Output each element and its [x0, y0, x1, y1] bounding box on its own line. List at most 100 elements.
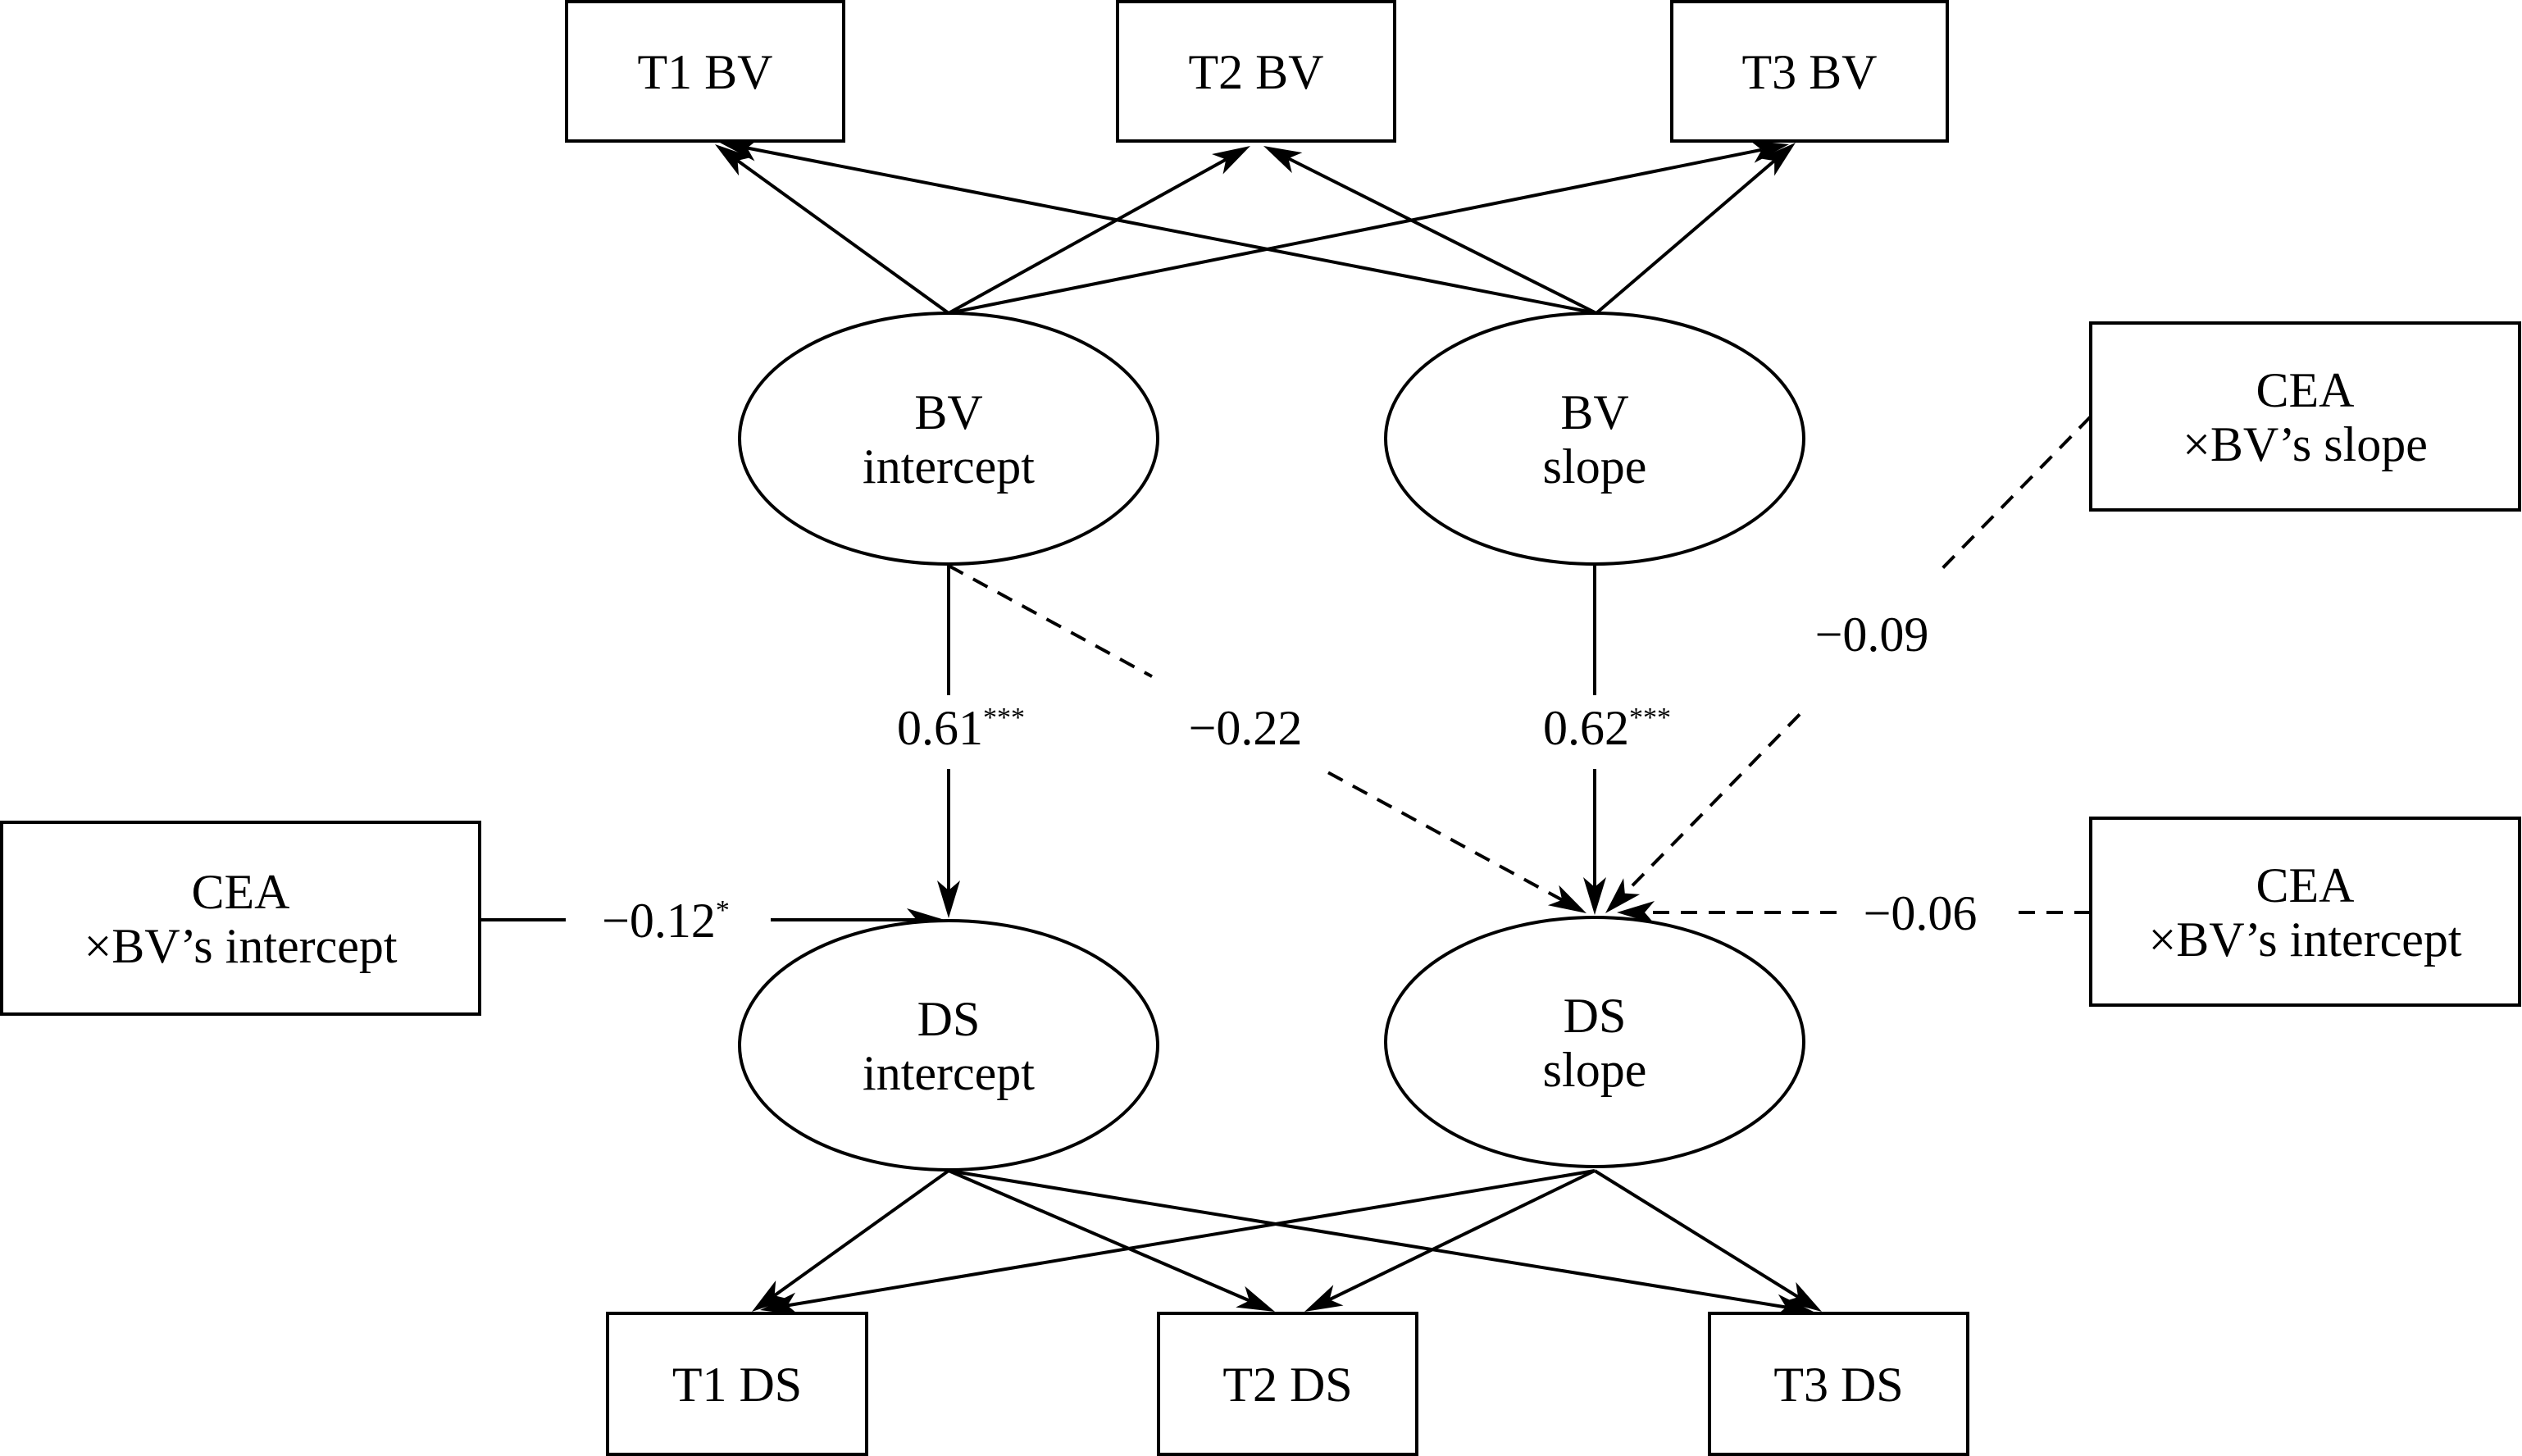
arrowhead-icon	[715, 144, 753, 176]
edge-segment	[746, 146, 1597, 315]
node-ellipse-shape	[738, 919, 1159, 1172]
edge-dss-t3	[1593, 1169, 1822, 1312]
node-box-shape	[1670, 0, 1949, 143]
path-coefficient-bvi-dss: −0.22	[1189, 701, 1303, 755]
path-coefficient-ceas-dss: −0.09	[1815, 607, 1929, 662]
node-t3-ds: T3 DS	[1708, 1312, 1969, 1456]
coefficient-value: −0.22	[1189, 701, 1303, 755]
edge-bvs-t1	[720, 139, 1597, 315]
node-box-shape	[1708, 1312, 1969, 1456]
arrowhead-icon	[1304, 1285, 1344, 1312]
arrowhead-icon	[1263, 146, 1303, 174]
edge-segment	[787, 1169, 1596, 1308]
edge-bvs-t3	[1595, 143, 1796, 315]
edge-ceair-dss	[1617, 901, 2091, 924]
edge-bvs-t2	[1263, 146, 1597, 315]
node-label-line: BV	[914, 385, 982, 439]
node-ellipse-shape	[1384, 916, 1805, 1168]
edge-segment	[1328, 1169, 1596, 1301]
edge-segment	[1327, 771, 1564, 902]
edge-segment	[948, 564, 1153, 678]
arrowhead-icon	[1759, 143, 1796, 176]
node-label-line: intercept	[863, 439, 1035, 494]
node-label-line: DS	[917, 992, 981, 1046]
arrowhead-icon	[1605, 878, 1641, 913]
node-label-line: T1 DS	[672, 1358, 802, 1412]
node-ellipse-shape	[738, 312, 1159, 566]
edge-segment	[948, 148, 1763, 315]
edge-segment	[773, 1169, 950, 1297]
coefficient-value: −0.12	[602, 894, 716, 948]
node-t1-bv: T1 BV	[565, 0, 845, 143]
edge-segment	[1595, 159, 1776, 315]
path-coefficient-bvs-dss: 0.62***	[1543, 701, 1671, 755]
node-box-shape	[0, 821, 481, 1016]
edge-bvi-dsi	[937, 565, 960, 918]
coefficient-value: −0.06	[1864, 886, 1978, 940]
edge-segment	[1593, 1169, 1800, 1299]
edge-segment	[1623, 712, 1801, 895]
path-coefficient-ceair-dss: −0.06	[1864, 886, 1978, 940]
arrowhead-icon	[1783, 1281, 1822, 1312]
node-t2-bv: T2 BV	[1116, 0, 1396, 143]
node-box-shape	[1157, 1312, 1418, 1456]
edge-dsi-t3	[948, 1169, 1814, 1317]
edge-segment	[1937, 415, 2092, 573]
path-coefficient-ceail-dsi: −0.12*	[602, 894, 730, 948]
edge-segment	[948, 157, 1227, 315]
arrowhead-icon	[760, 1292, 799, 1316]
node-t2-ds: T2 DS	[1157, 1312, 1418, 1456]
edge-bvi-dss	[948, 564, 1586, 913]
arrowhead-icon	[1750, 140, 1789, 163]
edge-ceas-dss	[1605, 415, 2092, 913]
edge-segment	[736, 159, 950, 315]
node-label-line: ×BV’s intercept	[84, 919, 397, 973]
edge-bvi-t1	[715, 144, 950, 315]
node-label-line: CEA	[2256, 858, 2355, 912]
node-label-line: T1 BV	[638, 45, 773, 99]
arrowhead-icon	[1236, 1285, 1275, 1312]
edge-bvi-t2	[948, 146, 1250, 315]
edge-bvs-dss	[1583, 565, 1606, 915]
edge-segment	[948, 1169, 1250, 1303]
coefficient-value: 0.62	[1543, 701, 1629, 755]
arrowhead-icon	[937, 880, 960, 918]
node-box-shape	[606, 1312, 868, 1456]
node-t1-ds: T1 DS	[606, 1312, 868, 1456]
node-label-line: CEA	[2256, 363, 2355, 417]
edge-bvi-t3	[948, 140, 1789, 315]
node-box-shape	[1116, 0, 1396, 143]
node-label-line: BV	[1560, 385, 1628, 439]
arrowhead-icon	[1547, 885, 1586, 913]
significance-stars: ***	[1629, 703, 1671, 733]
node-box-shape	[2089, 321, 2521, 512]
arrowhead-icon	[720, 139, 759, 162]
coefficient-value: 0.61	[897, 701, 983, 755]
edges-layer	[480, 139, 2092, 1317]
coefficient-value: −0.09	[1815, 607, 1929, 662]
edge-segment	[948, 1169, 1787, 1309]
arrowhead-icon	[1617, 901, 1655, 924]
node-label-line: DS	[1564, 989, 1627, 1043]
path-coefficient-bvi-dsi: 0.61***	[897, 701, 1025, 755]
edge-dss-t2	[1304, 1169, 1596, 1312]
node-label-line: T3 BV	[1742, 45, 1878, 99]
arrowhead-icon	[752, 1280, 790, 1312]
node-label-line: ×BV’s intercept	[2148, 912, 2461, 967]
significance-stars: *	[716, 895, 730, 926]
node-t3-bv: T3 BV	[1670, 0, 1949, 143]
node-cea-bv-intercept-right: CEA×BV’s intercept	[2089, 817, 2521, 1007]
edge-dss-t1	[760, 1169, 1596, 1316]
node-label-line: intercept	[863, 1046, 1035, 1100]
node-cea-bv-intercept-left: CEA×BV’s intercept	[0, 821, 481, 1016]
node-label-line: T2 DS	[1222, 1358, 1352, 1412]
node-label-line: CEA	[192, 865, 290, 919]
node-box-shape	[565, 0, 845, 143]
